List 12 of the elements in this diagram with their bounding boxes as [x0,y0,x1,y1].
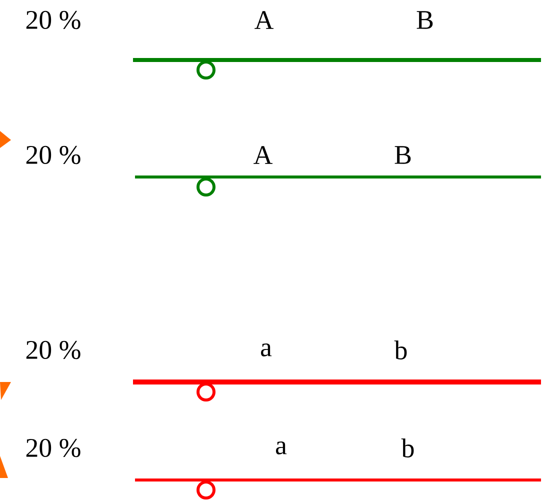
percentage-label: 20 % [26,438,80,458]
allele-label: B [416,11,433,29]
allele-label: B [394,146,411,164]
allele-label: A [254,146,273,164]
allele-label: b [401,438,414,458]
allele-label: A [254,11,274,29]
allele-label: a [261,344,272,356]
percentage-label: 20 % [26,10,80,30]
allele-label: b [394,340,407,360]
allele-label: a [276,442,287,454]
percentage-label: 20 % [26,146,80,164]
percentage-label: 20 % [26,340,80,360]
